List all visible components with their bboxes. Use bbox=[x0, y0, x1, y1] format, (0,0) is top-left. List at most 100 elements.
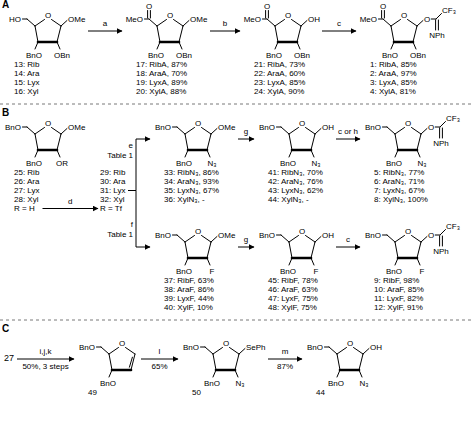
bond bbox=[275, 20, 285, 27]
compound-numbers: 45: RibF, 78%46: AraF, 63%47: LyxF, 75%4… bbox=[268, 276, 318, 312]
compound-numbers: 13: Rib14: Ara15: Lyx16: Xyl bbox=[14, 60, 40, 96]
reaction-arrow bbox=[141, 359, 178, 360]
reagent-label: c or h bbox=[338, 127, 358, 136]
compound-numbers: 41: RibN₃, 70%42: AraN₃, 76%43: LyxN₃, 6… bbox=[268, 168, 323, 204]
compound-number: 45: RibF, 78% bbox=[268, 276, 318, 285]
compound-number: 44 bbox=[316, 388, 325, 397]
bond bbox=[150, 11, 151, 19]
bond bbox=[383, 235, 388, 236]
bond bbox=[57, 42, 60, 49]
bond bbox=[359, 354, 363, 370]
atom-label: BnO bbox=[386, 159, 402, 168]
bond bbox=[185, 128, 195, 135]
bond bbox=[35, 150, 38, 157]
atom-label: O bbox=[424, 15, 430, 24]
bond bbox=[435, 235, 440, 236]
compound-number: 4: XylA, 81% bbox=[370, 87, 417, 96]
panel-letter: A bbox=[2, 0, 9, 10]
bond bbox=[395, 242, 398, 258]
bond bbox=[57, 26, 61, 42]
compound-number: 15: Lyx bbox=[14, 78, 40, 87]
bond bbox=[61, 21, 67, 27]
bond bbox=[442, 236, 443, 246]
bond bbox=[131, 354, 135, 370]
compound-number: 18: AraA, 70% bbox=[136, 69, 187, 78]
bond bbox=[289, 134, 292, 150]
compound-number: 37: RibF, 63% bbox=[164, 276, 214, 285]
atom-label: BnO bbox=[79, 343, 95, 352]
atom-label: N₃ bbox=[207, 159, 216, 168]
bond bbox=[292, 149, 311, 152]
reagent-label: m bbox=[282, 347, 289, 356]
atom-label: OH bbox=[322, 231, 334, 240]
bond bbox=[109, 348, 119, 355]
bond bbox=[207, 258, 210, 265]
compound-label-group: 27 bbox=[4, 353, 15, 364]
atom-label: O bbox=[45, 119, 51, 128]
atom-label: SePh bbox=[246, 343, 266, 352]
bond bbox=[391, 42, 394, 49]
atom-label: CF₃ bbox=[446, 222, 460, 231]
compound-number: 47: LyxF, 75% bbox=[268, 294, 318, 303]
bond bbox=[101, 347, 109, 354]
compound-number: 13: Rib bbox=[14, 60, 40, 69]
bond bbox=[395, 150, 398, 157]
compound-number: 11: LyxF, 82% bbox=[374, 294, 424, 303]
bond bbox=[263, 19, 268, 20]
atom-label: MeO bbox=[244, 15, 261, 24]
bond bbox=[179, 42, 182, 49]
bond bbox=[57, 134, 61, 150]
bond bbox=[35, 20, 45, 27]
compound-numbers: 27 bbox=[4, 353, 14, 364]
atom-label: BnO bbox=[328, 379, 344, 388]
bond bbox=[289, 242, 292, 258]
compound-number: 50 bbox=[192, 388, 201, 397]
compound-number: 32: Xyl bbox=[100, 195, 126, 204]
condition-note: 50%, 3 steps bbox=[22, 362, 68, 371]
compound-number: 46: AraF, 63% bbox=[268, 285, 318, 294]
bond bbox=[387, 235, 395, 242]
bond bbox=[395, 128, 405, 135]
reaction-arrow bbox=[17, 359, 74, 360]
bond bbox=[185, 134, 188, 150]
bond bbox=[435, 20, 436, 30]
bond bbox=[311, 242, 315, 258]
bond bbox=[439, 236, 440, 246]
bond bbox=[157, 26, 160, 42]
atom-label: BnO bbox=[100, 379, 116, 388]
bond bbox=[216, 369, 235, 372]
bond bbox=[421, 129, 427, 135]
reaction-arrow bbox=[238, 247, 254, 248]
compound-number: 39: LyxF, 44% bbox=[164, 294, 214, 303]
condition-note: Table 1 bbox=[107, 230, 133, 239]
compound-number: 49 bbox=[88, 388, 97, 397]
atom-label: O bbox=[405, 227, 411, 236]
compound-numbers: 49 bbox=[88, 388, 97, 397]
compound-number: 6: AraN₃, 71% bbox=[374, 177, 428, 186]
bond bbox=[52, 128, 62, 135]
bond bbox=[157, 20, 167, 27]
compound-number: 44: XylN₃, - bbox=[268, 195, 323, 204]
compound-number: 26: Ara bbox=[14, 177, 40, 186]
bond bbox=[337, 370, 340, 377]
bond bbox=[417, 258, 420, 265]
compound-number: 8: XylN₃, 100% bbox=[374, 195, 428, 204]
panel-letter: B bbox=[2, 108, 9, 118]
compound-number: 16: Xyl bbox=[14, 87, 40, 96]
bond bbox=[173, 127, 178, 128]
reagent-label: g bbox=[244, 235, 248, 244]
bond bbox=[383, 19, 391, 26]
compound-structure: 49BnOOBnO bbox=[74, 330, 139, 397]
atom-label: O bbox=[264, 2, 270, 11]
bond bbox=[413, 26, 417, 42]
reagent-label: i,j,k bbox=[40, 347, 52, 356]
bond bbox=[408, 20, 418, 27]
bond bbox=[35, 42, 38, 49]
bond bbox=[213, 354, 216, 370]
bond bbox=[183, 21, 189, 27]
reaction-arrow bbox=[268, 359, 302, 360]
compound-number: 35: LyxN₃, 67% bbox=[164, 186, 219, 195]
atom-label: BnO bbox=[183, 343, 199, 352]
compound-numbers: 1: RibA, 85%2: AraA, 97%3: LyxA, 85%4: X… bbox=[370, 60, 417, 96]
atom-label: NPh bbox=[429, 31, 445, 40]
